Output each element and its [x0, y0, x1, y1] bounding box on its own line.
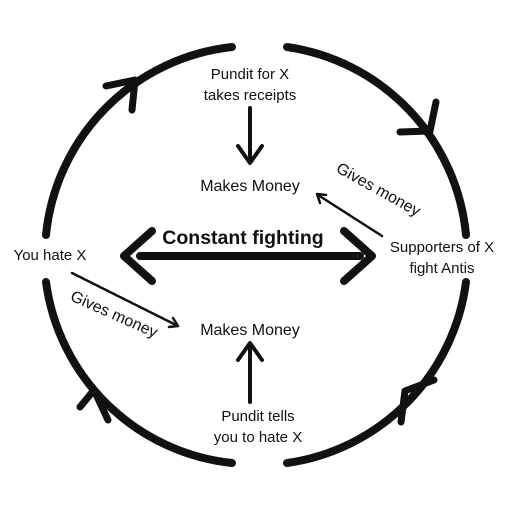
node-supporters-line1: Supporters of X: [390, 239, 494, 256]
cycle-arrowhead-bottom-left: [76, 386, 112, 424]
arrow-pundit-to-money: [236, 106, 264, 165]
cycle-arrowhead-top-left: [102, 76, 139, 114]
arc-bottom-right: [283, 278, 470, 467]
double-arrow-constant-fighting: [120, 227, 376, 285]
edge-label-gives-money-right: Gives money: [333, 160, 423, 220]
arrow-you-hate-to-money: [70, 271, 180, 329]
node-you-hate-x: You hate X: [14, 247, 87, 264]
node-pundit-for-x-line1: Pundit for X: [211, 66, 289, 83]
arc-bottom-left: [42, 278, 236, 467]
node-supporters-line2: fight Antis: [409, 260, 474, 277]
arrow-supporters-to-money: [315, 192, 384, 238]
cycle-arrowhead-bottom-right: [397, 376, 438, 426]
cycle-arrowhead-top-right: [396, 98, 440, 136]
node-pundit-tells-line1: Pundit tells: [221, 408, 294, 425]
node-makes-money-bottom: Makes Money: [200, 322, 300, 339]
arc-top-left: [42, 43, 236, 239]
arc-top-right: [283, 43, 470, 239]
label-constant-fighting: Constant fighting: [162, 227, 323, 249]
node-pundit-for-x-line2: takes receipts: [204, 87, 297, 104]
node-makes-money-top: Makes Money: [200, 178, 300, 195]
edge-label-gives-money-left: Gives money: [68, 288, 160, 342]
node-pundit-tells-line2: you to hate X: [214, 429, 302, 446]
arrow-pundit-tells-to-money: [236, 341, 264, 404]
